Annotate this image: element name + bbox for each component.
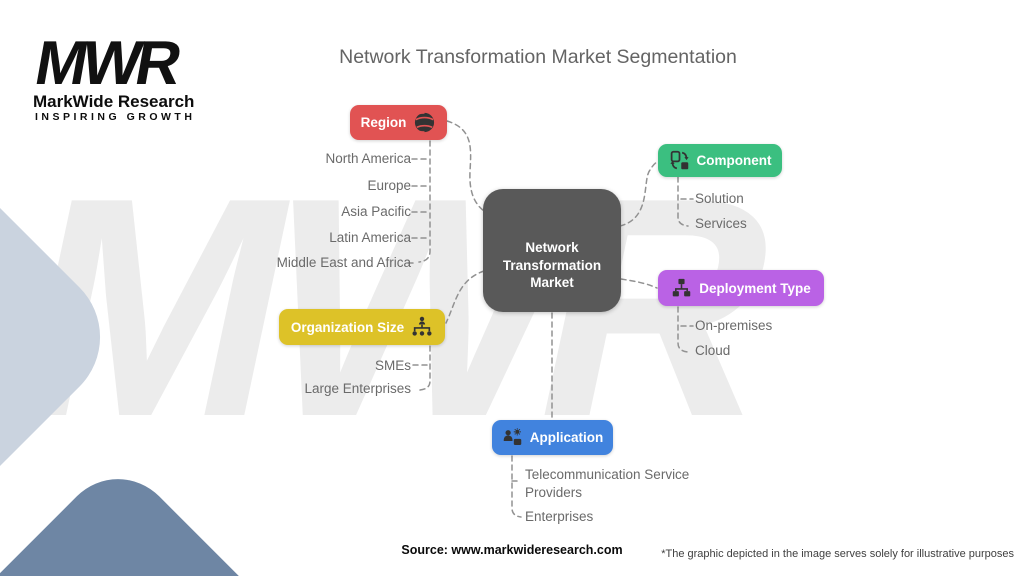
footer-disclaimer: *The graphic depicted in the image serve… (661, 548, 1014, 560)
leaf-latin-america: Latin America (329, 230, 411, 245)
sitemap-icon (671, 278, 692, 299)
branch-region: Region (350, 105, 447, 140)
transform-box-icon (669, 150, 690, 171)
user-gears-icon (502, 427, 523, 448)
leaf-solution: Solution (695, 191, 744, 206)
branch-organization-size: Organization Size (279, 309, 445, 345)
leaf-asia-pacific: Asia Pacific (341, 204, 411, 219)
leaf-smes: SMEs (374, 358, 411, 373)
leaf-enterprises: Enterprises (525, 509, 594, 524)
leaf-telecom-service-providers: Telecommunication Service Providers (525, 467, 690, 500)
branch-deployment-type-label: Deployment Type (699, 280, 811, 296)
leaf-on-premises: On-premises (695, 318, 773, 333)
leaf-services: Services (695, 216, 747, 231)
leaf-large-enterprises: Large Enterprises (304, 381, 411, 396)
footer-source: Source: www.markwideresearch.com (401, 543, 623, 557)
leaf-north-america: North America (325, 151, 411, 166)
center-node-label: Network Transformation Market (502, 240, 602, 290)
center-node: Network Transformation Market (483, 189, 621, 312)
branch-application: Application (492, 420, 613, 455)
logo-tagline: INSPIRING GROWTH (35, 111, 196, 123)
branch-deployment-type: Deployment Type (658, 270, 824, 306)
leaf-middle-east-africa: Middle East and Africa (276, 255, 411, 270)
branch-application-label: Application (529, 430, 604, 445)
branch-organization-size-label: Organization Size (290, 319, 405, 335)
branch-component-label: Component (696, 153, 772, 168)
branch-region-label: Region (360, 115, 407, 130)
org-chart-icon (411, 316, 433, 338)
page-title: Network Transformation Market Segmentati… (339, 46, 737, 68)
branch-component: Component (658, 144, 782, 177)
leaf-europe: Europe (367, 178, 411, 193)
logo-name: MarkWide Research (33, 92, 195, 111)
leaf-cloud: Cloud (695, 343, 731, 358)
globe-icon (413, 111, 436, 134)
